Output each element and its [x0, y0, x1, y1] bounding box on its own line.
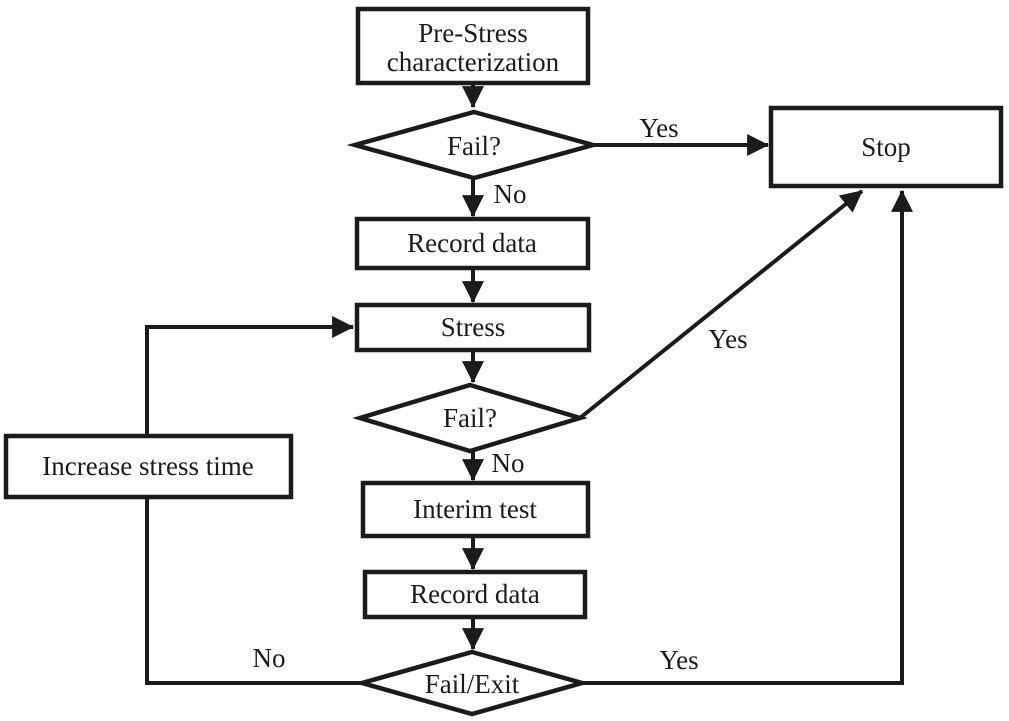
edge-labels: Yes No Yes No Yes No: [253, 113, 748, 675]
node-record-data2-box: [362, 569, 588, 620]
nodes: Pre-Stress characterization Fail? Stop R…: [3, 6, 1004, 717]
edge-label-fail2-no: No: [492, 448, 525, 478]
edge-label-fail1-yes: Yes: [639, 113, 678, 143]
node-fail1-diamond: [346, 109, 602, 181]
node-interim-test-label: Interim test: [413, 494, 537, 524]
node-pre-stress-box: [355, 6, 591, 86]
edge-increase-to-stress: [145, 316, 355, 436]
node-record-data1-box: [354, 216, 591, 271]
edge-failexit-no-to-increase: [145, 497, 362, 685]
node-record-data2-label: Record data: [410, 579, 540, 609]
node-fail1-label: Fail?: [447, 131, 501, 161]
node-fail-exit-diamond: [353, 649, 591, 717]
node-stress-box: [354, 302, 592, 353]
node-stop-label: Stop: [861, 132, 911, 162]
edges: [145, 83, 913, 685]
node-increase-stress-time-box: [3, 433, 294, 500]
node-stress-label: Stress: [441, 312, 506, 342]
node-record-data1-label: Record data: [407, 228, 537, 258]
node-stop-box: [768, 105, 1004, 189]
node-pre-stress-label-line2: characterization: [387, 47, 560, 77]
node-fail2-diamond: [352, 382, 588, 454]
node-fail-exit-label: Fail/Exit: [425, 669, 520, 699]
node-interim-test-box: [360, 480, 591, 539]
edge-label-fail2-yes: Yes: [708, 324, 747, 354]
node-fail2-label: Fail?: [443, 403, 497, 433]
edge-label-fail-exit-yes: Yes: [659, 645, 698, 675]
edge-failexit-yes-to-stop: [582, 189, 913, 685]
edge-fail2-yes-to-stop: [578, 189, 864, 420]
edge-label-fail1-no: No: [494, 179, 527, 209]
edge-label-fail-exit-no: No: [253, 643, 286, 673]
node-pre-stress-label-line1: Pre-Stress: [418, 18, 528, 48]
node-increase-stress-time-label: Increase stress time: [42, 451, 253, 481]
